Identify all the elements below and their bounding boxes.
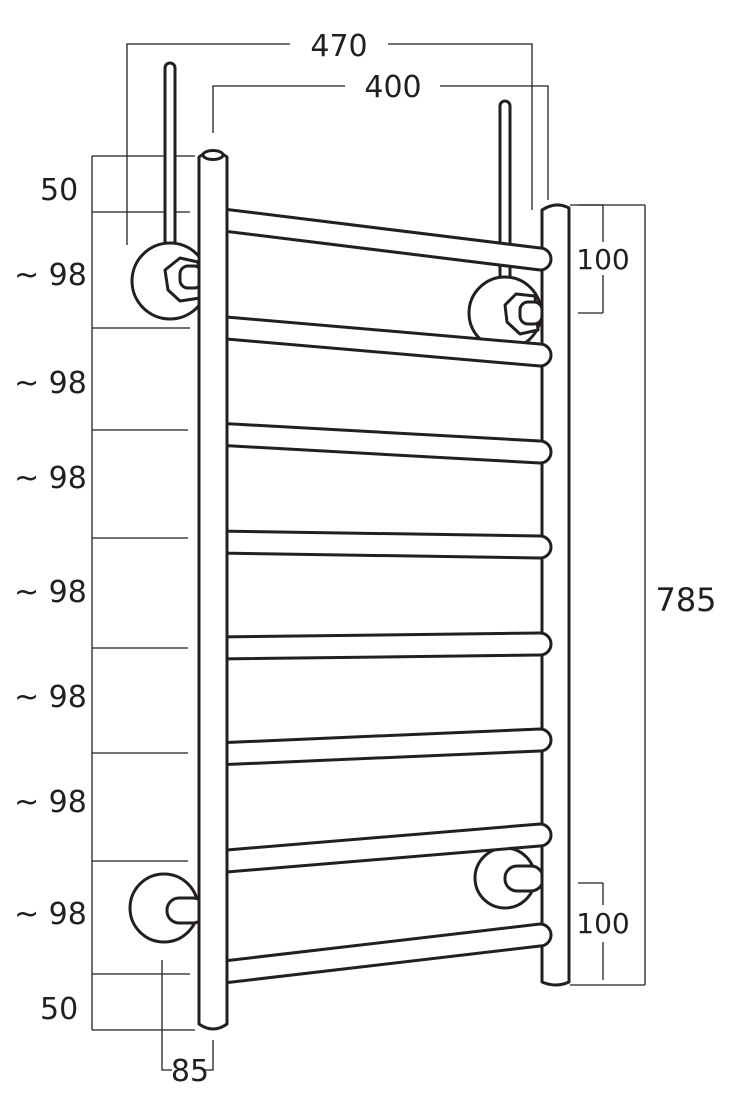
rail-gap-label-4: ~ 98	[14, 575, 87, 610]
right-upright	[540, 203, 571, 987]
rail-1	[213, 206, 553, 272]
height-label: 785	[655, 581, 716, 619]
wall-brackets	[128, 241, 545, 944]
bracket-top-left	[130, 241, 210, 321]
rail-6	[213, 727, 553, 767]
left-upright	[197, 149, 229, 1031]
rail-4	[213, 529, 553, 560]
dimension-labels: 470 400 50 ~ 98 ~ 98 ~ 98 ~ 98 ~ 98 ~ 98…	[14, 29, 717, 1089]
rail-gap-label-1: ~ 98	[14, 258, 87, 293]
bracket-top-right	[467, 275, 544, 351]
rail-3	[213, 421, 553, 465]
dimension-lines	[91, 43, 646, 1071]
rail-7	[213, 822, 553, 875]
right-bottom-spacing-label: 100	[576, 907, 629, 940]
bracket-bottom-right	[473, 846, 545, 910]
rail-5	[213, 631, 553, 661]
centre-width-label: 400	[364, 70, 421, 105]
bottom-offset-label: 85	[171, 1054, 209, 1089]
left-top-spacing-label: 50	[40, 173, 78, 208]
rail-gap-label-7: ~ 98	[14, 897, 87, 932]
rail-8	[213, 922, 553, 986]
wall-post-pins	[163, 61, 512, 284]
bracket-bottom-left	[128, 872, 207, 944]
rail-gap-label-3: ~ 98	[14, 461, 87, 496]
right-top-spacing-label: 100	[576, 243, 629, 276]
rail-2	[213, 314, 553, 368]
left-bottom-spacing-label: 50	[40, 992, 78, 1027]
rails	[213, 206, 553, 986]
overall-width-label: 470	[310, 29, 367, 64]
rail-gap-label-5: ~ 98	[14, 680, 87, 715]
rail-gap-label-6: ~ 98	[14, 785, 87, 820]
rail-gap-label-2: ~ 98	[14, 366, 87, 401]
